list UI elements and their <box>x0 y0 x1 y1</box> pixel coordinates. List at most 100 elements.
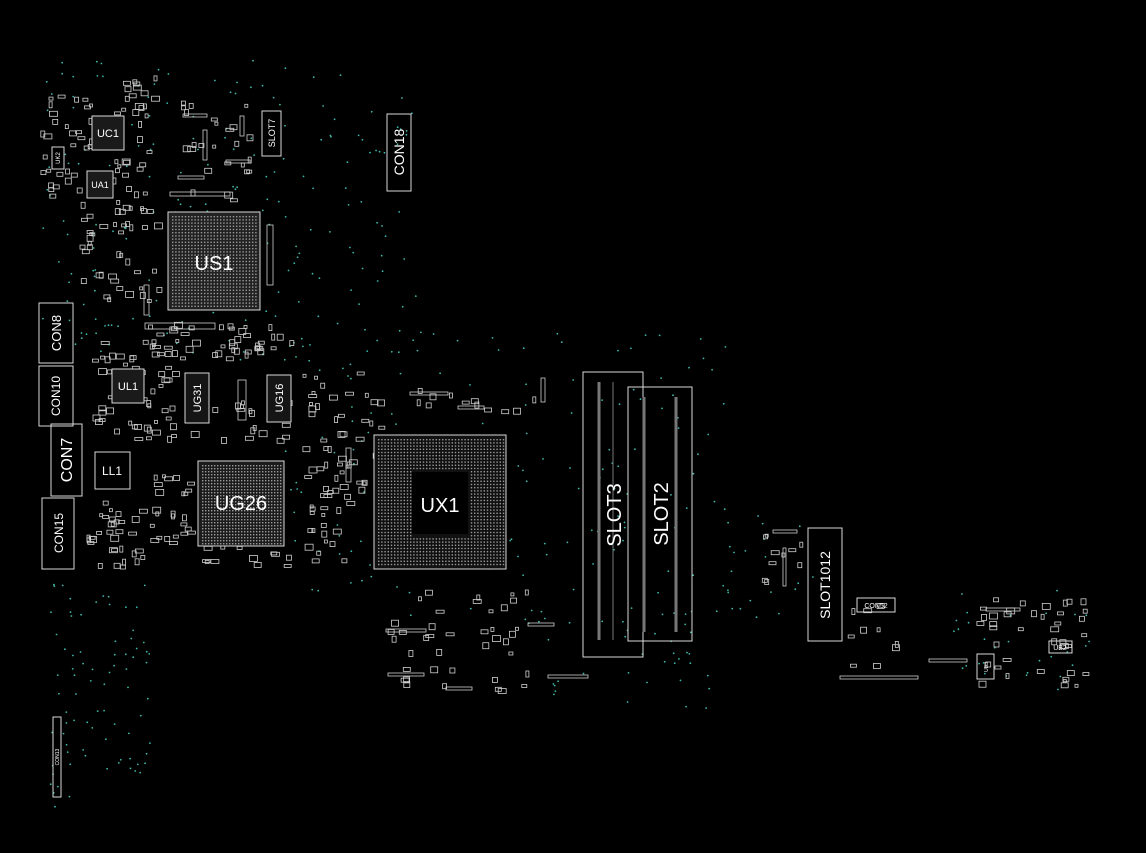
via <box>96 60 98 63</box>
via <box>622 539 624 542</box>
bga-ball <box>483 522 485 524</box>
bga-ball <box>378 455 380 457</box>
component-ub3[interactable]: UB3 <box>976 653 995 680</box>
bga-ball <box>208 495 210 497</box>
bga-ball <box>236 219 238 221</box>
component-ub2[interactable]: UB2 <box>1048 640 1073 654</box>
bga-ball <box>493 477 495 479</box>
smd-pad <box>229 124 238 131</box>
bga-ball <box>448 560 450 562</box>
bga-ball <box>384 458 386 460</box>
smd-pad <box>480 629 489 635</box>
component-ux1[interactable]: UX1 <box>373 434 507 570</box>
bga-ball <box>191 292 193 295</box>
bga-ball <box>480 464 482 466</box>
component-slot7[interactable]: SLOT7 <box>261 110 282 157</box>
bga-ball <box>197 238 199 240</box>
bga-ball <box>499 560 501 562</box>
bga-ball <box>426 439 428 441</box>
component-con8[interactable]: CON8 <box>38 302 74 364</box>
via <box>370 575 373 578</box>
via <box>715 610 718 613</box>
bga-ball <box>178 222 180 224</box>
smd-pad <box>417 387 423 394</box>
bga-ball <box>235 498 237 500</box>
bga-ball <box>262 483 264 485</box>
bga-ball <box>245 228 247 231</box>
bga-ball <box>413 448 415 450</box>
bga-ball <box>211 543 213 545</box>
bga-ball <box>247 522 249 524</box>
bga-ball <box>238 471 240 473</box>
bga-ball <box>216 228 219 231</box>
bga-ball <box>467 554 469 556</box>
bga-ball <box>232 513 234 515</box>
component-us1[interactable]: US1 <box>167 211 261 311</box>
bga-ball <box>384 525 386 527</box>
via <box>50 611 52 614</box>
component-ug16[interactable]: UG16 <box>266 374 292 423</box>
bga-ball <box>483 471 485 473</box>
smd-pad <box>184 109 190 116</box>
bga-ball <box>226 468 228 470</box>
via <box>321 436 324 439</box>
via <box>366 350 369 352</box>
smd-pad <box>183 491 189 496</box>
component-slot2[interactable]: SLOT2 <box>627 386 693 642</box>
component-con7[interactable]: CON7 <box>50 423 83 497</box>
bga-ball <box>387 525 389 527</box>
bga-ball <box>244 474 246 476</box>
component-con13[interactable]: CON13 <box>52 716 62 798</box>
component-ul1[interactable]: UL1 <box>111 368 145 404</box>
bga-ball <box>256 522 258 524</box>
bga-ball <box>262 468 264 470</box>
bga-ball <box>241 477 243 479</box>
bga-ball <box>496 461 498 463</box>
component-slot3[interactable]: SLOT3 <box>582 371 644 658</box>
bga-ball <box>390 499 393 502</box>
bga-ball <box>486 531 489 534</box>
bga-ball <box>213 292 215 295</box>
via <box>347 375 349 377</box>
smd-pad <box>491 677 498 683</box>
bga-ball <box>438 461 441 463</box>
bga-ball <box>232 241 235 243</box>
component-ll1[interactable]: LL1 <box>94 451 131 490</box>
bga-ball <box>403 458 405 460</box>
label-con7: CON7 <box>59 438 76 483</box>
bga-ball <box>464 442 466 444</box>
bga-ball <box>448 448 450 450</box>
component-con10[interactable]: CON10 <box>38 365 74 427</box>
component-con52[interactable]: CON52 <box>856 597 896 613</box>
bga-ball <box>229 522 231 524</box>
bga-ball <box>244 534 246 536</box>
component-con18[interactable]: CON18 <box>386 113 412 192</box>
via <box>667 570 670 573</box>
bga-ball <box>248 289 251 291</box>
bga-ball <box>205 501 207 503</box>
bga-ball <box>232 522 234 524</box>
component-ug31[interactable]: UG31 <box>184 372 210 424</box>
bga-ball <box>493 439 495 441</box>
bga-ball <box>429 557 431 559</box>
bga-ball <box>262 495 264 497</box>
bga-ball <box>259 537 261 539</box>
smd-pad <box>180 356 186 361</box>
component-ug26[interactable]: UG26 <box>197 460 285 547</box>
bga-ball <box>480 445 482 447</box>
component-uc1[interactable]: UC1 <box>91 115 125 151</box>
smd-pad <box>114 428 120 435</box>
component-con15[interactable]: CON15 <box>41 497 75 570</box>
bga-ball <box>470 474 473 476</box>
smd-pad <box>408 650 414 657</box>
bga-ball <box>248 251 251 253</box>
bga-ball <box>175 225 177 227</box>
bga-ball <box>406 538 409 540</box>
bga-ball <box>274 489 276 491</box>
via <box>351 420 354 423</box>
label-con18: CON18 <box>391 128 407 175</box>
component-uk2[interactable]: UK2 <box>51 146 65 170</box>
component-ua1[interactable]: UA1 <box>86 170 114 199</box>
via <box>308 359 311 362</box>
component-slot1012[interactable]: SLOT1012 <box>807 527 843 642</box>
